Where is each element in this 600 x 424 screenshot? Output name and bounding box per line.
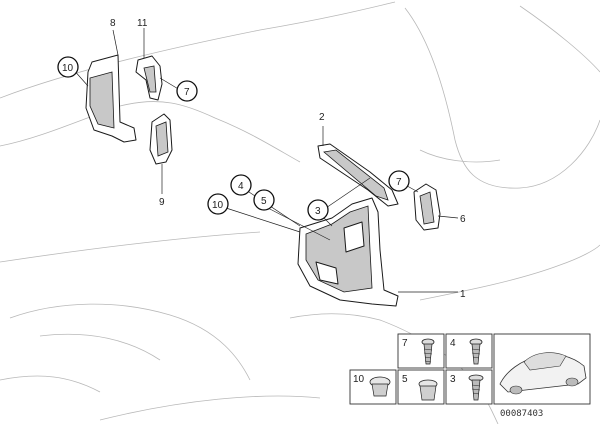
callout-5: 5 — [261, 196, 267, 207]
callout-4-circle — [230, 174, 252, 196]
fastener-grid: 7 4 10 5 3 — [349, 333, 591, 405]
callout-3: 3 — [315, 206, 321, 217]
fastener-label-3: 3 — [450, 374, 456, 385]
fastener-label-5: 5 — [402, 374, 408, 385]
callout-10b: 10 — [212, 200, 224, 211]
callout-7b: 7 — [396, 177, 402, 188]
screw-3-icon — [468, 374, 484, 401]
clip-10-icon — [369, 376, 391, 397]
part-9-cover — [149, 113, 173, 194]
fastener-label-10: 10 — [353, 374, 365, 385]
part-6-bracket — [413, 183, 459, 231]
part-3-lower-panel — [297, 197, 458, 307]
callout-10-circle-b — [207, 193, 229, 215]
callout-8: 8 — [110, 18, 116, 29]
callout-labels: 8 11 10 7 9 2 7 6 4 5 10 3 1 — [57, 18, 466, 300]
screw-4-icon — [469, 338, 483, 365]
fastener-cell-3 — [445, 369, 493, 405]
callout-6: 6 — [460, 214, 466, 225]
car-thumbnail-icon — [499, 352, 587, 395]
callout-3-circle — [307, 199, 329, 221]
fastener-cell-4 — [445, 333, 493, 369]
callout-9: 9 — [159, 197, 165, 208]
diagram-id: 00087403 — [500, 409, 543, 419]
fastener-label-4: 4 — [450, 338, 456, 349]
callout-10a: 10 — [62, 63, 74, 74]
screw-7-icon — [421, 338, 435, 365]
callout-1: 1 — [460, 289, 466, 300]
callout-5-circle — [253, 189, 275, 211]
part-2-rail — [317, 126, 399, 207]
part-8-trim-panel — [85, 29, 137, 143]
callout-10-circle-a — [57, 56, 79, 78]
callout-7-circle-b — [388, 170, 410, 192]
leader-lines — [71, 67, 419, 241]
callout-7-circle-a — [176, 80, 198, 102]
callout-4: 4 — [238, 181, 244, 192]
callout-7a: 7 — [184, 87, 190, 98]
nut-5-icon — [418, 379, 438, 401]
fastener-cell-10 — [349, 369, 397, 405]
callout-11: 11 — [137, 18, 148, 29]
part-11-bracket — [135, 28, 181, 101]
callout-2: 2 — [319, 112, 325, 123]
fastener-label-7: 7 — [402, 338, 408, 349]
fastener-cell-7 — [397, 333, 445, 369]
